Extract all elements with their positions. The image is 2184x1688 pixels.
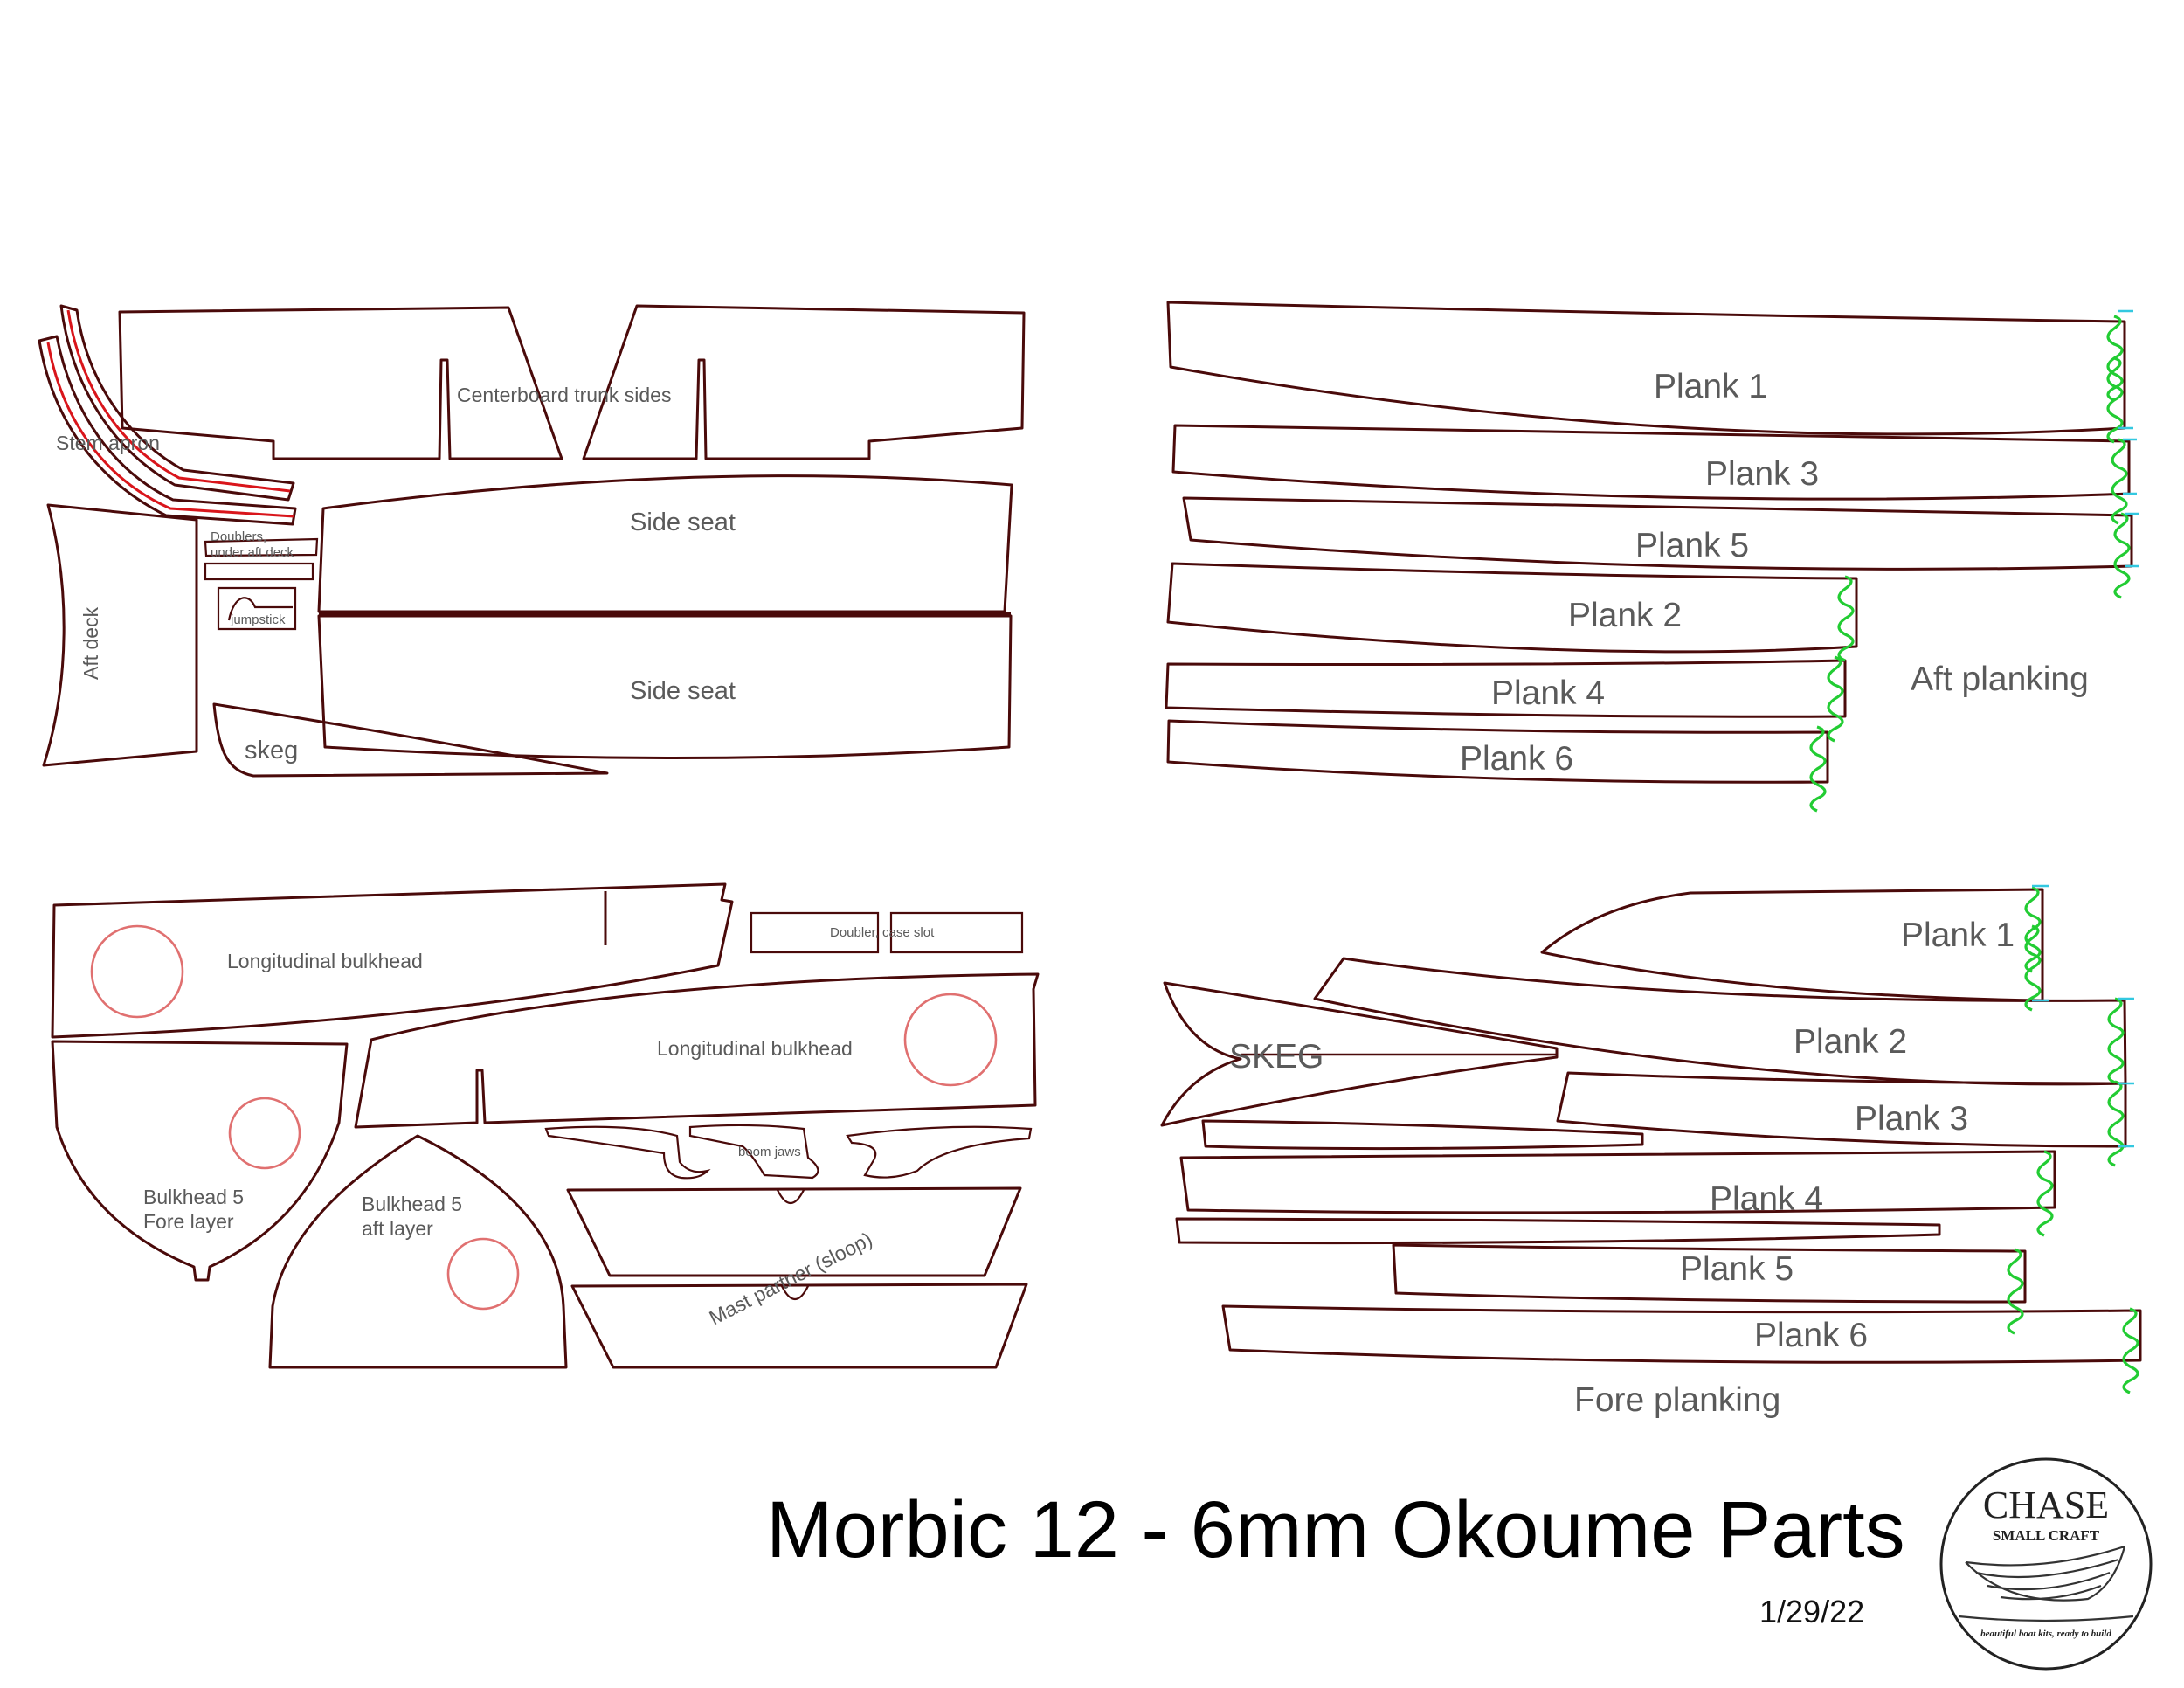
joint-fore-3 bbox=[2107, 1080, 2125, 1167]
sheet-2 bbox=[1165, 301, 2139, 813]
fore-plank-6-label: Plank 6 bbox=[1754, 1317, 1868, 1354]
fore-plank-6 bbox=[1221, 1304, 2142, 1364]
boom-jaws-middle bbox=[688, 1124, 819, 1180]
aft-plank-2-label: Plank 2 bbox=[1568, 597, 1682, 634]
doubler-case-label: Doubler, case slot bbox=[830, 925, 935, 940]
centerboard-trunk-side-right bbox=[582, 304, 1026, 460]
long-bulkhead-1-label: Longitudinal bulkhead bbox=[227, 950, 423, 972]
fore-plank-4-label: Plank 4 bbox=[1710, 1180, 1823, 1218]
stem-apron-part bbox=[38, 304, 297, 526]
mast-partner-label: Mast partner (sloop) bbox=[705, 1228, 875, 1330]
joint-aft-6 bbox=[1809, 725, 1827, 813]
jumpstick-part bbox=[217, 586, 297, 631]
side-seat-top bbox=[317, 474, 1013, 613]
aft-deck-label: Aft deck bbox=[79, 606, 102, 680]
joint-aft-4 bbox=[1827, 655, 1844, 743]
side-seat-top-label: Side seat bbox=[630, 508, 736, 536]
fore-plank-5 bbox=[1392, 1243, 2027, 1304]
fore-plank-1-label: Plank 1 bbox=[1901, 917, 2015, 954]
centerboard-trunk-side-left bbox=[118, 306, 563, 460]
bulkhead-1-hole bbox=[90, 924, 184, 1019]
bh5-fore-label-1: Bulkhead 5 bbox=[143, 1186, 244, 1208]
bh5-fore-label-2: Fore layer bbox=[143, 1210, 234, 1233]
logo-name: CHASE bbox=[1983, 1484, 2109, 1526]
page-title: Morbic 12 - 6mm Okoume Parts bbox=[766, 1485, 1905, 1574]
fore-plank-4 bbox=[1179, 1150, 2056, 1214]
logo-sub: SMALL CRAFT bbox=[1993, 1527, 2100, 1544]
joint-aft-3 bbox=[2111, 438, 2128, 525]
sheet-1 bbox=[38, 304, 1026, 778]
joint-fore-6 bbox=[2122, 1307, 2139, 1394]
fore-plank-2 bbox=[1313, 957, 2127, 1086]
chase-small-craft-logo: CHASE SMALL CRAFT beautiful boat kits, r… bbox=[1939, 1457, 2153, 1671]
doublers-label-1: Doublers, bbox=[211, 529, 266, 544]
doubler-case-slot-right bbox=[889, 911, 1024, 954]
skeg-part bbox=[212, 702, 609, 778]
bulkhead-5-aft-layer bbox=[268, 1134, 568, 1369]
fore-plank-3-label: Plank 3 bbox=[1855, 1100, 1968, 1138]
aft-plank-4-label: Plank 4 bbox=[1491, 675, 1605, 712]
long-bulkhead-2-label: Longitudinal bulkhead bbox=[657, 1037, 853, 1060]
doubler-upper bbox=[204, 537, 319, 557]
mast-partner-2 bbox=[570, 1283, 1028, 1369]
fore-plank-2-label: Plank 2 bbox=[1794, 1023, 1907, 1061]
date-label: 1/29/22 bbox=[1759, 1594, 1864, 1629]
aft-plank-1-label: Plank 1 bbox=[1654, 368, 1767, 405]
bh5-aft-label-2: aft layer bbox=[362, 1217, 433, 1240]
doublers-label-2: under aft deck bbox=[211, 545, 294, 560]
aft-deck-part bbox=[42, 503, 198, 767]
fore-trim-strip-2 bbox=[1175, 1217, 1941, 1245]
longitudinal-bulkhead-1 bbox=[51, 882, 734, 1039]
bh5-aft-label-1: Bulkhead 5 bbox=[362, 1193, 462, 1215]
skeg-label: skeg bbox=[245, 737, 298, 764]
fore-skeg-label: SKEG bbox=[1229, 1038, 1324, 1076]
bulkhead-5-fore-layer bbox=[51, 1040, 349, 1282]
doubler-lower bbox=[204, 562, 314, 581]
aft-plank-3 bbox=[1171, 424, 2131, 501]
joint-fore-4 bbox=[2036, 1150, 2054, 1237]
boom-jaws-left bbox=[544, 1125, 711, 1180]
aft-planking-label: Aft planking bbox=[1911, 661, 2089, 698]
boom-jaws-right bbox=[846, 1125, 1033, 1179]
boom-jaws-label: boom jaws bbox=[738, 1145, 801, 1159]
aft-plank-2 bbox=[1166, 562, 1858, 654]
jumpstick-label: jumpstick bbox=[230, 612, 286, 627]
aft-plank-5-label: Plank 5 bbox=[1635, 527, 1749, 564]
side-seat-bottom-label: Side seat bbox=[630, 677, 736, 705]
joint-fore-5 bbox=[2007, 1248, 2024, 1335]
aft-plank-6-label: Plank 6 bbox=[1460, 740, 1573, 778]
bulkhead-5-fore-hole bbox=[228, 1097, 301, 1170]
aft-plank-4 bbox=[1165, 659, 1847, 718]
aft-plank-6 bbox=[1166, 719, 1829, 784]
fore-plank-5-label: Plank 5 bbox=[1680, 1250, 1794, 1288]
fore-skeg bbox=[1160, 981, 1559, 1127]
doubler-case-slot-left bbox=[750, 911, 880, 954]
stem-apron-label: Stem apron bbox=[56, 432, 160, 454]
fore-plank-1 bbox=[1540, 888, 2044, 1002]
bulkhead-2-hole bbox=[903, 993, 998, 1087]
joint-fore-2 bbox=[2107, 997, 2125, 1084]
joint-aft-5 bbox=[2113, 512, 2131, 599]
sheet-3 bbox=[51, 882, 1040, 1369]
fore-planking-label: Fore planking bbox=[1574, 1381, 1780, 1419]
sheet-4 bbox=[1160, 884, 2142, 1394]
centerboard-label: Centerboard trunk sides bbox=[457, 384, 671, 406]
logo-tagline: beautiful boat kits, ready to build bbox=[1980, 1629, 2111, 1639]
boat-icon bbox=[1965, 1545, 2126, 1602]
bulkhead-5-aft-hole bbox=[446, 1237, 520, 1311]
fore-trim-strip-1 bbox=[1201, 1119, 1644, 1151]
mast-partner-1 bbox=[566, 1186, 1022, 1277]
aft-plank-3-label: Plank 3 bbox=[1705, 455, 1819, 493]
longitudinal-bulkhead-2 bbox=[354, 972, 1040, 1129]
aft-plank-1 bbox=[1166, 301, 2126, 436]
side-seat-bottom bbox=[317, 614, 1013, 759]
